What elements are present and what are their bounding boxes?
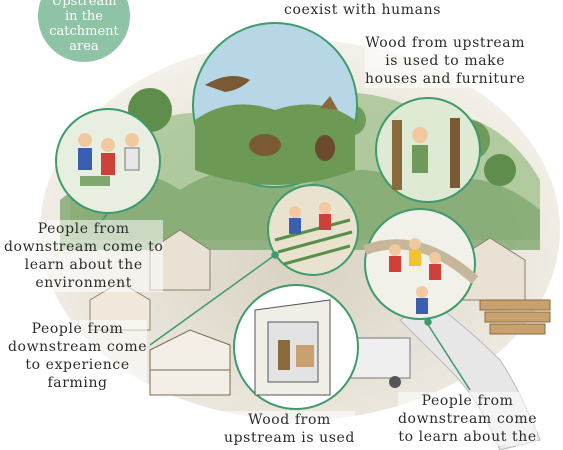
learning-group-circle: [55, 108, 161, 214]
children-circle: [363, 208, 479, 320]
bird-icon: [205, 76, 250, 92]
wooden-frame: [149, 329, 231, 396]
caption-coexist: coexist with humans: [284, 1, 441, 19]
caption-wood-houses: Wood from upstream is used to make house…: [365, 34, 526, 88]
caption-wood-used: Wood from upstream is used: [224, 411, 355, 447]
monkey-icon: [315, 135, 335, 161]
woodworker-circle: [375, 97, 481, 203]
caption-learn-environment: People from downstream come to learn abo…: [4, 220, 164, 292]
upstream-badge: Upstream in the catchment area: [38, 0, 130, 62]
caption-learn-bottom: People from downstream come to learn abo…: [398, 392, 538, 446]
upstream-badge-label: Upstream in the catchment area: [49, 0, 119, 54]
caption-farming: People from downstream come to experienc…: [8, 320, 148, 392]
wildlife-circle: [192, 22, 358, 188]
building-circle: [233, 284, 359, 410]
deer-icon: [249, 134, 281, 156]
timber-pile: [479, 299, 551, 335]
farming-circle: [267, 184, 359, 276]
